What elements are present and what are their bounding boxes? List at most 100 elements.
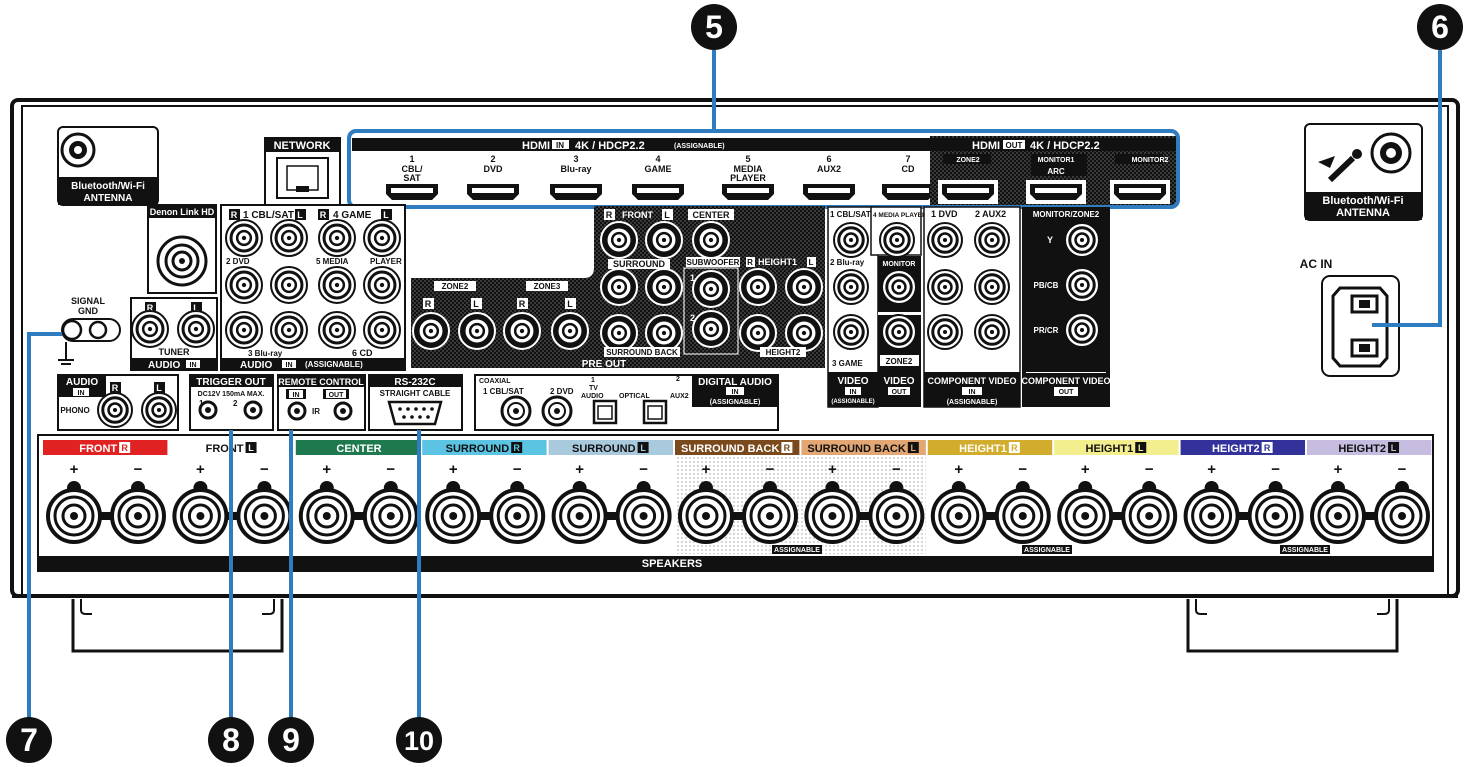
remote-in-jack[interactable]	[287, 401, 307, 421]
speaker-terminal-minus[interactable]	[1374, 481, 1430, 544]
network-port[interactable]: NETWORK	[264, 137, 341, 207]
hdmi-in-port-2[interactable]	[467, 184, 519, 200]
audio-in-jack[interactable]	[270, 266, 308, 304]
speaker-terminal-minus[interactable]	[236, 481, 293, 544]
coaxial-jack-1[interactable]	[500, 395, 532, 427]
audio-in-jack[interactable]	[363, 219, 401, 257]
tuner-jack-l[interactable]	[177, 310, 215, 348]
preout-jack[interactable]	[503, 312, 541, 350]
hdmi-in-port-7[interactable]	[882, 184, 934, 200]
video-jack[interactable]	[881, 269, 917, 305]
preout-jack[interactable]	[785, 268, 823, 306]
speaker-terminal-plus[interactable]	[298, 481, 355, 544]
audio-in-jack[interactable]	[225, 219, 263, 257]
preout-jack[interactable]	[739, 268, 777, 306]
audio-in-jack[interactable]	[363, 311, 401, 349]
video-jack[interactable]	[974, 269, 1010, 305]
preout-jack[interactable]	[645, 268, 683, 306]
speaker-terminal-plus[interactable]	[1183, 481, 1240, 544]
audio-in-jack[interactable]	[225, 311, 263, 349]
speaker-terminal-minus[interactable]	[868, 481, 925, 544]
hdmi-in-section: HDMI IN 4K / HDCP2.2 (ASSIGNABLE) 1CBL/S…	[349, 134, 934, 204]
video-jack[interactable]	[974, 314, 1010, 350]
speaker-terminal-minus[interactable]	[742, 481, 798, 544]
speaker-terminal-plus[interactable]	[46, 481, 102, 544]
speaker-terminal-plus[interactable]	[1310, 481, 1366, 544]
preout-jack[interactable]	[692, 310, 730, 348]
callout-5-text: 5	[705, 9, 723, 45]
optical-jack-1[interactable]	[592, 399, 618, 425]
preout-jack[interactable]	[692, 270, 730, 308]
hdmi-in-port-4[interactable]	[632, 184, 684, 200]
denon-link-hd[interactable]: Denon Link HD	[147, 204, 217, 294]
bluetooth-antenna-left[interactable]: Bluetooth/Wi-Fi ANTENNA	[57, 126, 159, 206]
audio-in-jack[interactable]	[318, 266, 356, 304]
speaker-terminal-plus[interactable]	[930, 481, 987, 544]
preout-jack[interactable]	[551, 312, 589, 350]
hdmi-in-port-1[interactable]	[386, 184, 438, 200]
hdmi-out-port-3[interactable]	[1110, 180, 1170, 204]
video-jack[interactable]	[833, 314, 869, 350]
audio-in-jack[interactable]	[225, 266, 263, 304]
speaker-terminal-minus[interactable]	[489, 481, 546, 544]
preout-zone2: ZONE2	[442, 282, 469, 291]
preout-jack[interactable]	[600, 221, 638, 259]
video-jack[interactable]	[833, 269, 869, 305]
preout-jack[interactable]	[785, 314, 823, 352]
preout-jack[interactable]	[645, 221, 683, 259]
speaker-terminal-plus[interactable]	[172, 481, 229, 544]
video-jack[interactable]	[974, 222, 1010, 258]
speaker-terminal-minus[interactable]	[110, 481, 166, 544]
audio-in-jack[interactable]	[270, 311, 308, 349]
hdmi-in-port-3[interactable]	[550, 184, 602, 200]
signal-gnd-terminal[interactable]: SIGNAL GND	[58, 296, 121, 365]
preout-jack[interactable]	[458, 312, 496, 350]
speaker-terminal-plus[interactable]	[678, 481, 734, 544]
signal-gnd-line2: GND	[78, 306, 99, 316]
preout-jack[interactable]	[739, 314, 777, 352]
hdmi-out-port-2[interactable]	[1026, 180, 1086, 204]
speaker-terminal-minus[interactable]	[994, 481, 1051, 544]
bluetooth-antenna-right[interactable]: Bluetooth/Wi-Fi ANTENNA	[1304, 123, 1423, 221]
speaker-terminal-plus[interactable]	[551, 481, 608, 544]
speaker-terminal-minus[interactable]	[615, 481, 672, 544]
tuner-jack-r[interactable]	[131, 310, 169, 348]
preout-jack[interactable]	[692, 221, 730, 259]
speaker-terminal-plus[interactable]	[1057, 481, 1114, 544]
speaker-terminal-minus[interactable]	[362, 481, 419, 544]
video-jack[interactable]	[881, 314, 917, 350]
phono-jack-l[interactable]	[141, 392, 177, 428]
video-jack[interactable]	[927, 314, 963, 350]
video-jack[interactable]	[1064, 267, 1100, 303]
phono-jack-r[interactable]	[97, 392, 133, 428]
preout-jack[interactable]	[645, 314, 683, 352]
ac-in-socket[interactable]: AC IN	[1300, 257, 1400, 377]
audio-in-jack[interactable]	[363, 266, 401, 304]
rs232c-port[interactable]: RS-232C STRAIGHT CABLE	[368, 374, 463, 431]
speaker-terminal-minus[interactable]	[1121, 481, 1178, 544]
preout-jack[interactable]	[600, 314, 638, 352]
video-jack[interactable]	[927, 222, 963, 258]
speaker-terminal-plus[interactable]	[425, 481, 482, 544]
video-jack[interactable]	[1064, 312, 1100, 348]
preout-jack[interactable]	[412, 312, 450, 350]
video-jack[interactable]	[1064, 222, 1100, 258]
speaker-terminal-plus[interactable]	[804, 481, 861, 544]
remote-out-jack[interactable]	[333, 401, 353, 421]
video-jack[interactable]	[927, 269, 963, 305]
hdmi-out-port-1[interactable]	[938, 180, 998, 204]
audio-in-jack[interactable]	[270, 219, 308, 257]
trigger-jack-2[interactable]	[243, 400, 263, 420]
hdmi-in-port-5[interactable]	[722, 184, 774, 200]
trigger-jack-1[interactable]	[198, 400, 218, 420]
video-jack[interactable]	[833, 222, 869, 258]
preout-center: CENTER	[692, 210, 730, 220]
audio-in-jack[interactable]	[318, 219, 356, 257]
coaxial-jack-2[interactable]	[541, 395, 573, 427]
video-jack[interactable]	[879, 222, 915, 258]
audio-in-jack[interactable]	[318, 311, 356, 349]
hdmi-in-port-6[interactable]	[803, 184, 855, 200]
preout-jack[interactable]	[600, 268, 638, 306]
speaker-terminal-minus[interactable]	[1247, 481, 1304, 544]
optical-jack-2[interactable]	[642, 399, 668, 425]
